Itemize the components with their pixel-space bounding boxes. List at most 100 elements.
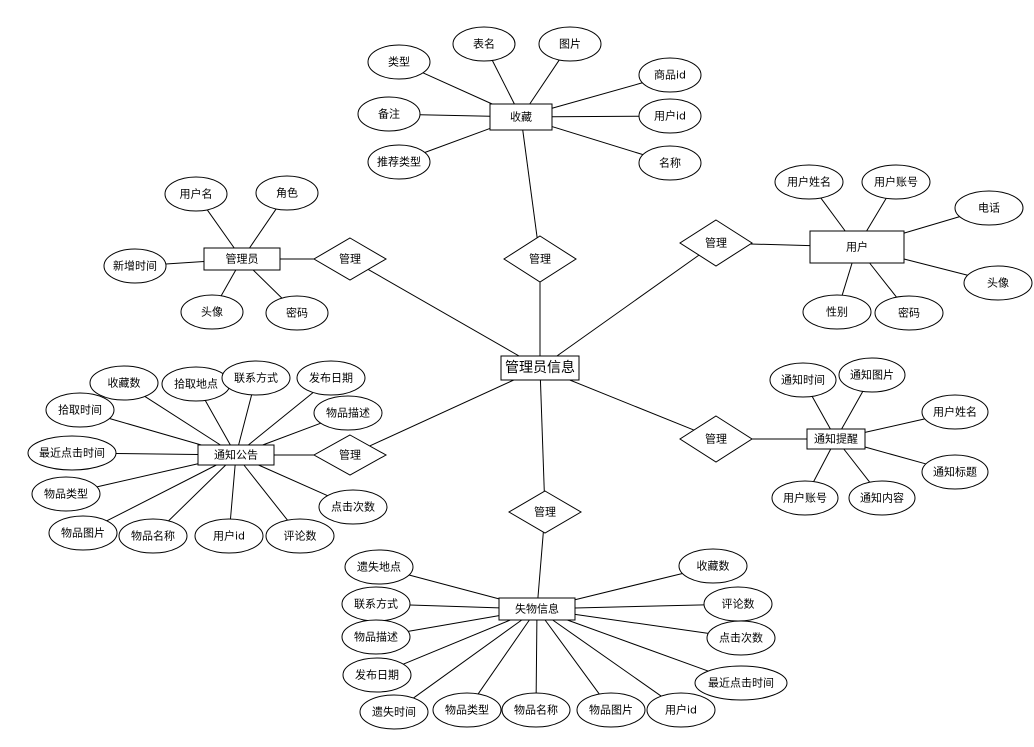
attribute-yonghu-2-ellipse xyxy=(954,190,1024,226)
attribute-shoucang-4-label: 备注 xyxy=(378,107,400,121)
attribute-shiwu-12-label: 用户id xyxy=(665,703,697,717)
attribute-shiwu-1-ellipse xyxy=(678,548,748,584)
connector-tongzhigonggao-attr-12 xyxy=(243,464,288,521)
connector-shoucang-attr-0 xyxy=(422,72,493,105)
connector-tongzhigonggao-attr-6 xyxy=(115,453,199,456)
connector-shoucang-attr-5 xyxy=(551,115,640,118)
entity-guanliyuan-label: 管理员 xyxy=(226,252,259,266)
connector-shiwu-center xyxy=(539,379,545,492)
connector-tongzhitixing-center xyxy=(569,379,695,431)
connector-yonghu-center xyxy=(556,254,700,357)
attribute-guanliyuan-2-ellipse xyxy=(103,248,167,284)
attribute-tongzhitixing-1-label: 通知图片 xyxy=(850,368,894,382)
connector-tongzhigonggao-attr-1 xyxy=(204,400,231,446)
entity-yonghu-box xyxy=(809,230,905,264)
attribute-shiwu-2-label: 联系方式 xyxy=(354,597,398,611)
connector-lines xyxy=(96,59,968,699)
attribute-tongzhigonggao-6-label: 最近点击时间 xyxy=(39,447,105,460)
attribute-tongzhigonggao-0-label: 收藏数 xyxy=(108,376,141,390)
attribute-tongzhigonggao-8-label: 点击次数 xyxy=(331,500,375,514)
connector-guanliyuan-attr-4 xyxy=(252,269,283,299)
connector-shiwu-attr-8 xyxy=(413,619,523,699)
connector-shoucang-relation xyxy=(522,129,538,238)
attribute-tongzhitixing-5-label: 通知内容 xyxy=(860,491,904,505)
entity-yonghu-label: 用户 xyxy=(846,240,868,254)
attribute-tongzhigonggao-5-label: 物品描述 xyxy=(326,406,370,420)
attribute-shoucang-1-label: 表名 xyxy=(473,37,495,51)
connector-tongzhigonggao-attr-5 xyxy=(262,422,321,446)
connector-shiwu-attr-6 xyxy=(403,619,511,665)
attribute-yonghu-2-label: 电话 xyxy=(978,202,1000,215)
attribute-shiwu-8-ellipse xyxy=(359,694,429,730)
connector-tongzhigonggao-attr-10 xyxy=(168,464,227,522)
attribute-tongzhitixing-4-ellipse xyxy=(771,480,839,516)
attribute-yonghu-4-label: 性别 xyxy=(826,305,848,319)
connector-shiwu-attr-11 xyxy=(544,619,600,695)
attribute-yonghu-3-ellipse xyxy=(963,265,1033,301)
attribute-shoucang-5-ellipse xyxy=(638,98,702,134)
connector-yonghu-attr-2 xyxy=(903,216,960,234)
attribute-guanliyuan-0-label: 用户名 xyxy=(180,187,213,201)
relation-tongzhigonggao-diamond xyxy=(312,434,388,476)
attribute-tongzhigonggao-9-label: 物品图片 xyxy=(61,526,105,540)
relation-yonghu-diamond xyxy=(679,219,753,267)
attribute-shiwu-0-ellipse xyxy=(344,549,414,585)
attribute-yonghu-1-label: 用户账号 xyxy=(874,175,918,189)
connector-shiwu-attr-1 xyxy=(574,572,683,601)
relation-shiwu-diamond xyxy=(508,490,582,534)
attribute-tongzhitixing-2-label: 用户姓名 xyxy=(933,405,977,419)
attribute-shiwu-1-label: 收藏数 xyxy=(697,559,730,573)
connector-tongzhigonggao-attr-0 xyxy=(144,395,221,446)
attribute-shoucang-3-label: 商品id xyxy=(654,68,686,82)
attribute-guanliyuan-1-label: 角色 xyxy=(276,186,298,200)
connector-shiwu-attr-10 xyxy=(535,619,538,694)
connector-tongzhitixing-attr-3 xyxy=(864,446,927,465)
attribute-tongzhigonggao-5-ellipse xyxy=(313,395,383,431)
attribute-tongzhigonggao-2-label: 联系方式 xyxy=(234,371,278,385)
attribute-guanliyuan-4-label: 密码 xyxy=(286,306,308,320)
attribute-tongzhitixing-2-ellipse xyxy=(921,394,989,430)
attribute-shoucang-2-label: 图片 xyxy=(559,38,581,51)
attribute-guanliyuan-4-ellipse xyxy=(265,295,329,331)
attribute-guanliyuan-3-ellipse xyxy=(180,294,244,330)
attribute-shiwu-5-ellipse xyxy=(706,620,776,656)
attribute-shiwu-3-label: 评论数 xyxy=(722,597,755,611)
attribute-tongzhigonggao-10-label: 物品名称 xyxy=(131,529,175,543)
attribute-tongzhitixing-1-ellipse xyxy=(838,357,906,393)
attribute-shiwu-12-ellipse xyxy=(646,692,716,728)
shapes: 管理员信息管理类型表名图片商品id备注用户id推荐类型名称收藏管理用户名角色新增… xyxy=(27,26,1033,730)
entity-shiwu-label: 失物信息 xyxy=(515,602,559,616)
relation-guanliyuan-diamond xyxy=(313,237,387,281)
attribute-shoucang-7-label: 名称 xyxy=(659,156,681,170)
center-entity-label: 管理员信息 xyxy=(505,359,575,376)
attribute-tongzhigonggao-12-label: 评论数 xyxy=(284,529,317,543)
attribute-shiwu-6-ellipse xyxy=(342,657,412,693)
attribute-shiwu-4-label: 物品描述 xyxy=(354,630,398,644)
connector-shiwu-attr-2 xyxy=(409,604,500,609)
connector-shiwu-attr-7 xyxy=(567,619,709,672)
attribute-shiwu-7-label: 最近点击时间 xyxy=(708,677,774,690)
attribute-tongzhigonggao-6-ellipse xyxy=(27,435,117,471)
attribute-yonghu-0-label: 用户姓名 xyxy=(787,175,831,189)
entity-tongzhigonggao-label: 通知公告 xyxy=(214,448,258,462)
connector-guanliyuan-center xyxy=(367,268,520,357)
attribute-shiwu-8-label: 遗失时间 xyxy=(372,705,416,719)
relation-shoucang-diamond xyxy=(503,235,577,283)
connector-tongzhigonggao-center xyxy=(369,379,515,447)
connector-yonghu-attr-5 xyxy=(869,262,897,298)
attribute-shiwu-9-label: 物品类型 xyxy=(445,703,489,717)
connector-tongzhitixing-attr-4 xyxy=(813,448,832,482)
attribute-tongzhigonggao-7-ellipse xyxy=(31,476,101,512)
connector-shiwu-attr-3 xyxy=(574,604,705,609)
attribute-tongzhigonggao-10-ellipse xyxy=(118,518,188,554)
connector-yonghu-attr-4 xyxy=(841,262,853,296)
entity-shoucang-label: 收藏 xyxy=(510,110,532,124)
connector-shoucang-attr-4 xyxy=(419,114,491,117)
attribute-tongzhigonggao-4-label: 拾取时间 xyxy=(58,403,102,417)
attribute-tongzhigonggao-11-label: 用户id xyxy=(213,529,245,543)
attribute-shiwu-4-ellipse xyxy=(341,619,411,655)
entity-shiwu-box xyxy=(498,597,576,621)
connector-shiwu-attr-4 xyxy=(408,615,500,632)
relation-guanliyuan-label: 管理 xyxy=(339,252,361,266)
